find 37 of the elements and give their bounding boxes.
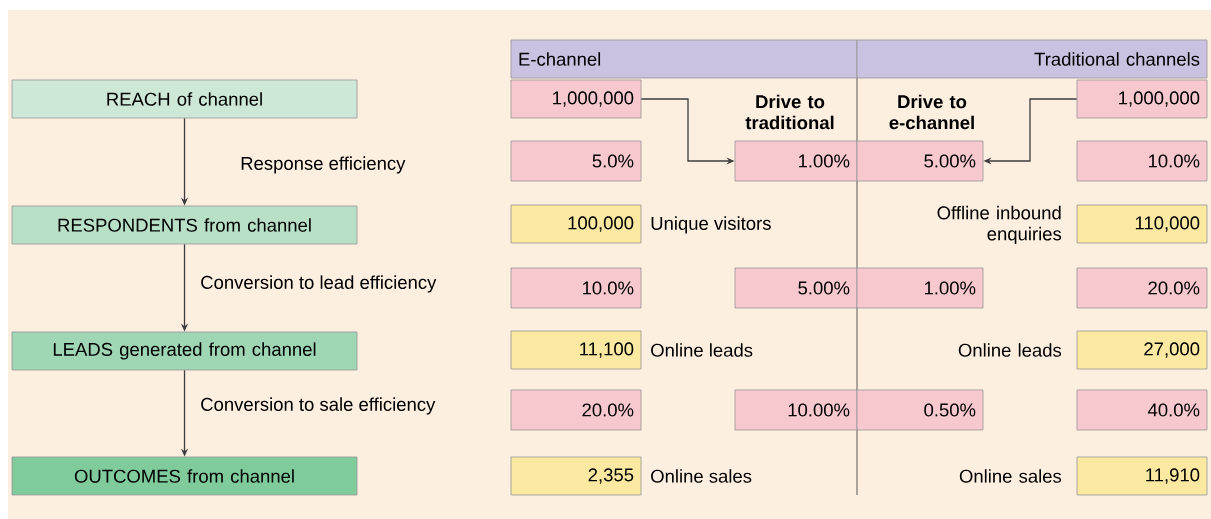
- stage-box: RESPONDENTS from channel: [11, 205, 358, 245]
- edge-label: Response efficiency: [238, 154, 408, 176]
- stage-box: OUTCOMES from channel: [11, 456, 358, 496]
- value-cell: 1,000,000: [1076, 79, 1208, 119]
- header-band: Traditional channels: [856, 39, 1208, 79]
- edge-label: Conversion to lead efficiency: [198, 273, 439, 295]
- value-cell: 1.00%: [856, 267, 984, 309]
- note-text: Online sales: [651, 469, 752, 483]
- value-cell: 5.00%: [856, 140, 984, 182]
- value-cell: 0.50%: [856, 389, 984, 431]
- note-text: Offline inbound enquiries: [937, 205, 1062, 245]
- stage-box: REACH of channel: [11, 79, 358, 119]
- value-cell: 110,000: [1076, 204, 1208, 244]
- value-cell: 5.0%: [510, 140, 642, 182]
- edge-label: Conversion to sale efficiency: [198, 395, 438, 417]
- value-cell: 1.00%: [734, 140, 858, 182]
- value-cell: 1,000,000: [510, 79, 642, 119]
- value-cell: 100,000: [510, 204, 642, 244]
- value-cell: 10.00%: [734, 389, 858, 431]
- note-text: Drive to traditional: [745, 94, 834, 130]
- value-cell: 10.0%: [1076, 140, 1208, 182]
- header-band: E-channel: [510, 39, 858, 79]
- note-text: Drive to e-channel: [889, 94, 974, 130]
- note-text: Online sales: [959, 469, 1062, 483]
- value-cell: 10.0%: [510, 267, 642, 309]
- value-cell: 5.00%: [734, 267, 858, 309]
- value-cell: 20.0%: [1076, 267, 1208, 309]
- note-text: Online leads: [651, 343, 753, 357]
- note-text: Online leads: [958, 343, 1062, 357]
- value-cell: 11,100: [510, 330, 642, 370]
- note-text: Unique visitors: [651, 216, 771, 234]
- value-cell: 27,000: [1076, 330, 1208, 370]
- value-cell: 40.0%: [1076, 389, 1208, 431]
- value-cell: 11,910: [1076, 456, 1208, 496]
- stage-box: LEADS generated from channel: [11, 331, 358, 371]
- value-cell: 2,355: [510, 456, 642, 496]
- value-cell: 20.0%: [510, 389, 642, 431]
